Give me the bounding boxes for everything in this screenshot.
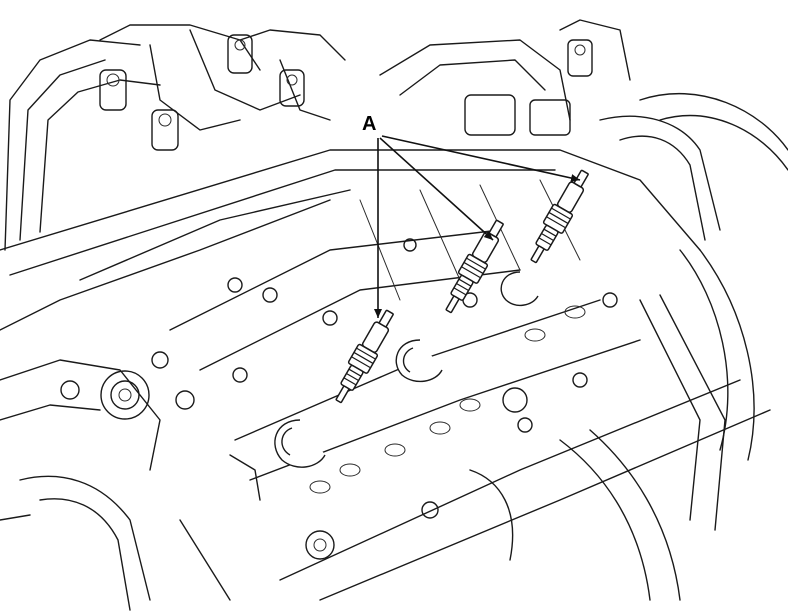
leader-line-3 bbox=[381, 135, 581, 182]
leader-line-2 bbox=[379, 137, 494, 241]
engine-linework bbox=[0, 19, 788, 611]
spark-plug-3 bbox=[530, 169, 589, 264]
callout-leaders bbox=[374, 135, 581, 318]
spark-plug-2 bbox=[445, 219, 504, 314]
callout-label: A bbox=[362, 113, 376, 135]
coil-seats bbox=[274, 271, 539, 468]
spark-plug-1 bbox=[335, 309, 394, 404]
